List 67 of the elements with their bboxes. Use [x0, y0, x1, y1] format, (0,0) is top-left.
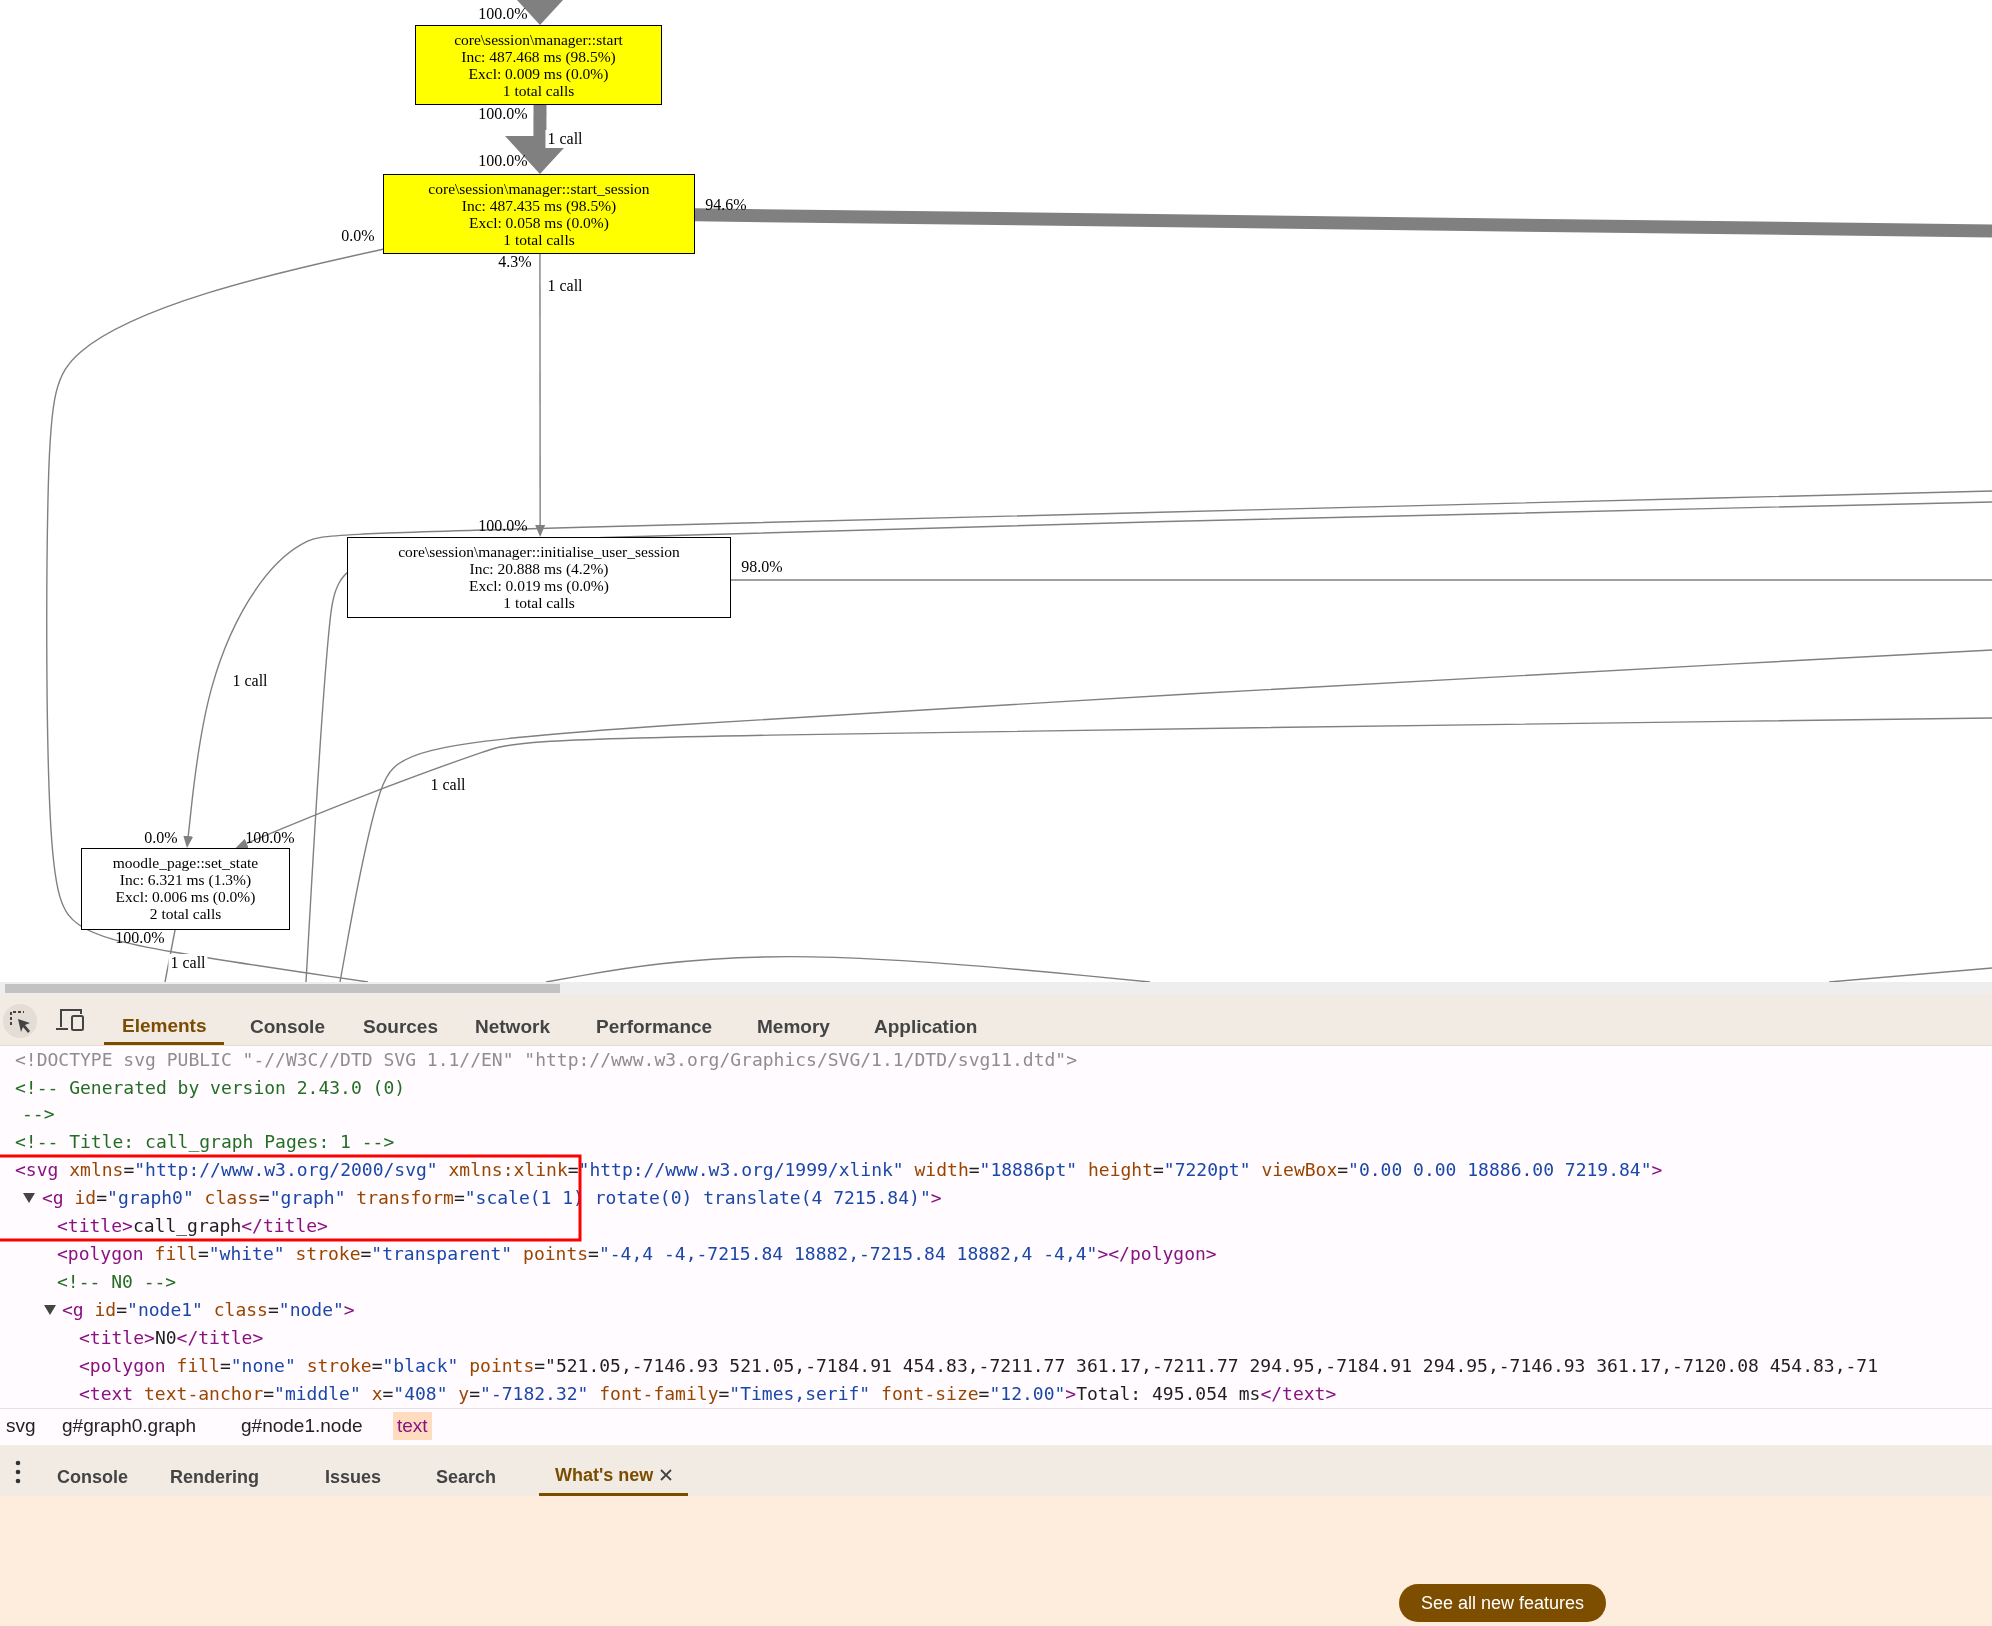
- call-arrow: [235, 717, 1992, 848]
- function-box: [81, 848, 290, 930]
- function-name-text: core\session\manager::initialise_user_session: [398, 543, 680, 560]
- exclusive-time-text: Excl: 0.006 ms (0.0%): [115, 888, 256, 905]
- call-line: [694, 208, 1992, 238]
- percentage-label: 100.0%: [115, 929, 165, 947]
- exclusive-time-text: Excl: 0.058 ms (0.0%): [469, 214, 609, 231]
- panel-tab: Network: [475, 1009, 550, 1045]
- percentage-label: 100.0%: [245, 829, 295, 847]
- panel-tab: Memory: [757, 1009, 830, 1045]
- breadcrumb-item: g#graph0.graph: [61, 1414, 198, 1438]
- call-count-text: 2 total calls: [149, 905, 222, 922]
- percentage-label: 4.3%: [498, 253, 532, 271]
- call-count-text: 1 total calls: [503, 594, 575, 611]
- function-name-text: moodle_page::set_state: [112, 854, 259, 871]
- panel-tab: Elements: [104, 1009, 225, 1045]
- breadcrumb-item: text: [393, 1412, 432, 1440]
- source-code-line: <polygon fill="white" stroke="transparent" points="-4,4 -4,-7215.84 18882,-7215.84 18882,4 -4,4"></polygon>: [57, 1242, 1217, 1266]
- function-name-text: core\session\manager::start_session: [428, 180, 650, 197]
- drawer-tab: Issues: [325, 1458, 382, 1496]
- inclusive-time-text: Inc: 487.435 ms (98.5%): [461, 197, 617, 214]
- percentage-label: 100.0%: [478, 105, 528, 123]
- source-code-line: <title>N0</title>: [79, 1326, 264, 1350]
- drawer-tab: Search: [436, 1458, 497, 1496]
- drawer-tab: Rendering: [170, 1458, 259, 1496]
- breadcrumb-item: svg: [5, 1414, 37, 1438]
- percentage-label: 100.0%: [478, 517, 528, 535]
- panel-tab: Sources: [363, 1009, 438, 1045]
- drawer-tab: What's new: [539, 1458, 689, 1496]
- inclusive-time-text: Inc: 20.888 ms (4.2%): [469, 560, 609, 577]
- source-code-line: <polygon fill="none" stroke="black" points="521.05,-7146.93 521.05,-7184.91 454.83,-7211.77 361.17,-7211.77 294.95,-7184.91 294.95,-7146.93 361.17,-7120.08 454.83,-71: [79, 1354, 1879, 1378]
- edge-label: 1 call: [545, 130, 585, 148]
- percentage-label: 100.0%: [478, 5, 528, 23]
- source-code-line: -->: [22, 1102, 55, 1126]
- percentage-label: 0.0%: [144, 829, 178, 847]
- call-line: [46, 248, 384, 982]
- panel-tab: Console: [250, 1009, 325, 1045]
- panel-tab: Application: [874, 1009, 978, 1045]
- exclusive-time-text: Excl: 0.019 ms (0.0%): [469, 577, 609, 594]
- source-code-line: <title>call_graph</title>: [57, 1214, 328, 1238]
- source-code-line: <!-- Generated by version 2.43.0 (0): [15, 1076, 406, 1100]
- panel-tab: Performance: [596, 1009, 713, 1045]
- call-count-text: 1 total calls: [503, 231, 575, 248]
- drawer-tab: Console: [57, 1458, 128, 1496]
- exclusive-time-text: Excl: 0.009 ms (0.0%): [468, 65, 609, 82]
- call-count-text: 1 total calls: [502, 82, 575, 99]
- percentage-label: 94.6%: [705, 196, 747, 214]
- source-code-line: <!-- Title: call_graph Pages: 1 -->: [15, 1130, 395, 1154]
- source-code-line: <!DOCTYPE svg PUBLIC "-//W3C//DTD SVG 1.1//EN" "http://www.w3.org/Graphics/SVG/1.1/DTD/svg11.dtd">: [15, 1048, 1078, 1072]
- call-arrow: [535, 253, 546, 537]
- function-box: [415, 25, 662, 105]
- function-box: [383, 174, 695, 254]
- source-code-line: <g id="node1" class="node">: [62, 1298, 355, 1322]
- percentage-label: 100.0%: [478, 152, 528, 170]
- call-line: [730, 579, 1992, 581]
- percentage-label: 0.0%: [341, 227, 375, 245]
- edge-label: 1 call: [168, 954, 208, 972]
- source-code-line: <text text-anchor="middle" x="408" y="-7182.32" font-family="Times,serif" font-size="12.00">Total: 495.054 ms</text>: [79, 1382, 1337, 1406]
- function-name-text: core\session\manager::start: [454, 31, 623, 48]
- inclusive-time-text: Inc: 6.321 ms (1.3%): [119, 871, 252, 888]
- call-arrow: [183, 490, 1992, 848]
- source-code-line: <!-- N0 -->: [57, 1270, 177, 1294]
- inclusive-time-text: Inc: 487.468 ms (98.5%): [461, 48, 616, 65]
- see-features-button: See all new features: [1399, 1584, 1607, 1622]
- breadcrumb-item: g#node1.node: [240, 1414, 364, 1438]
- percentage-label: 98.0%: [741, 558, 783, 576]
- function-box: [347, 537, 731, 618]
